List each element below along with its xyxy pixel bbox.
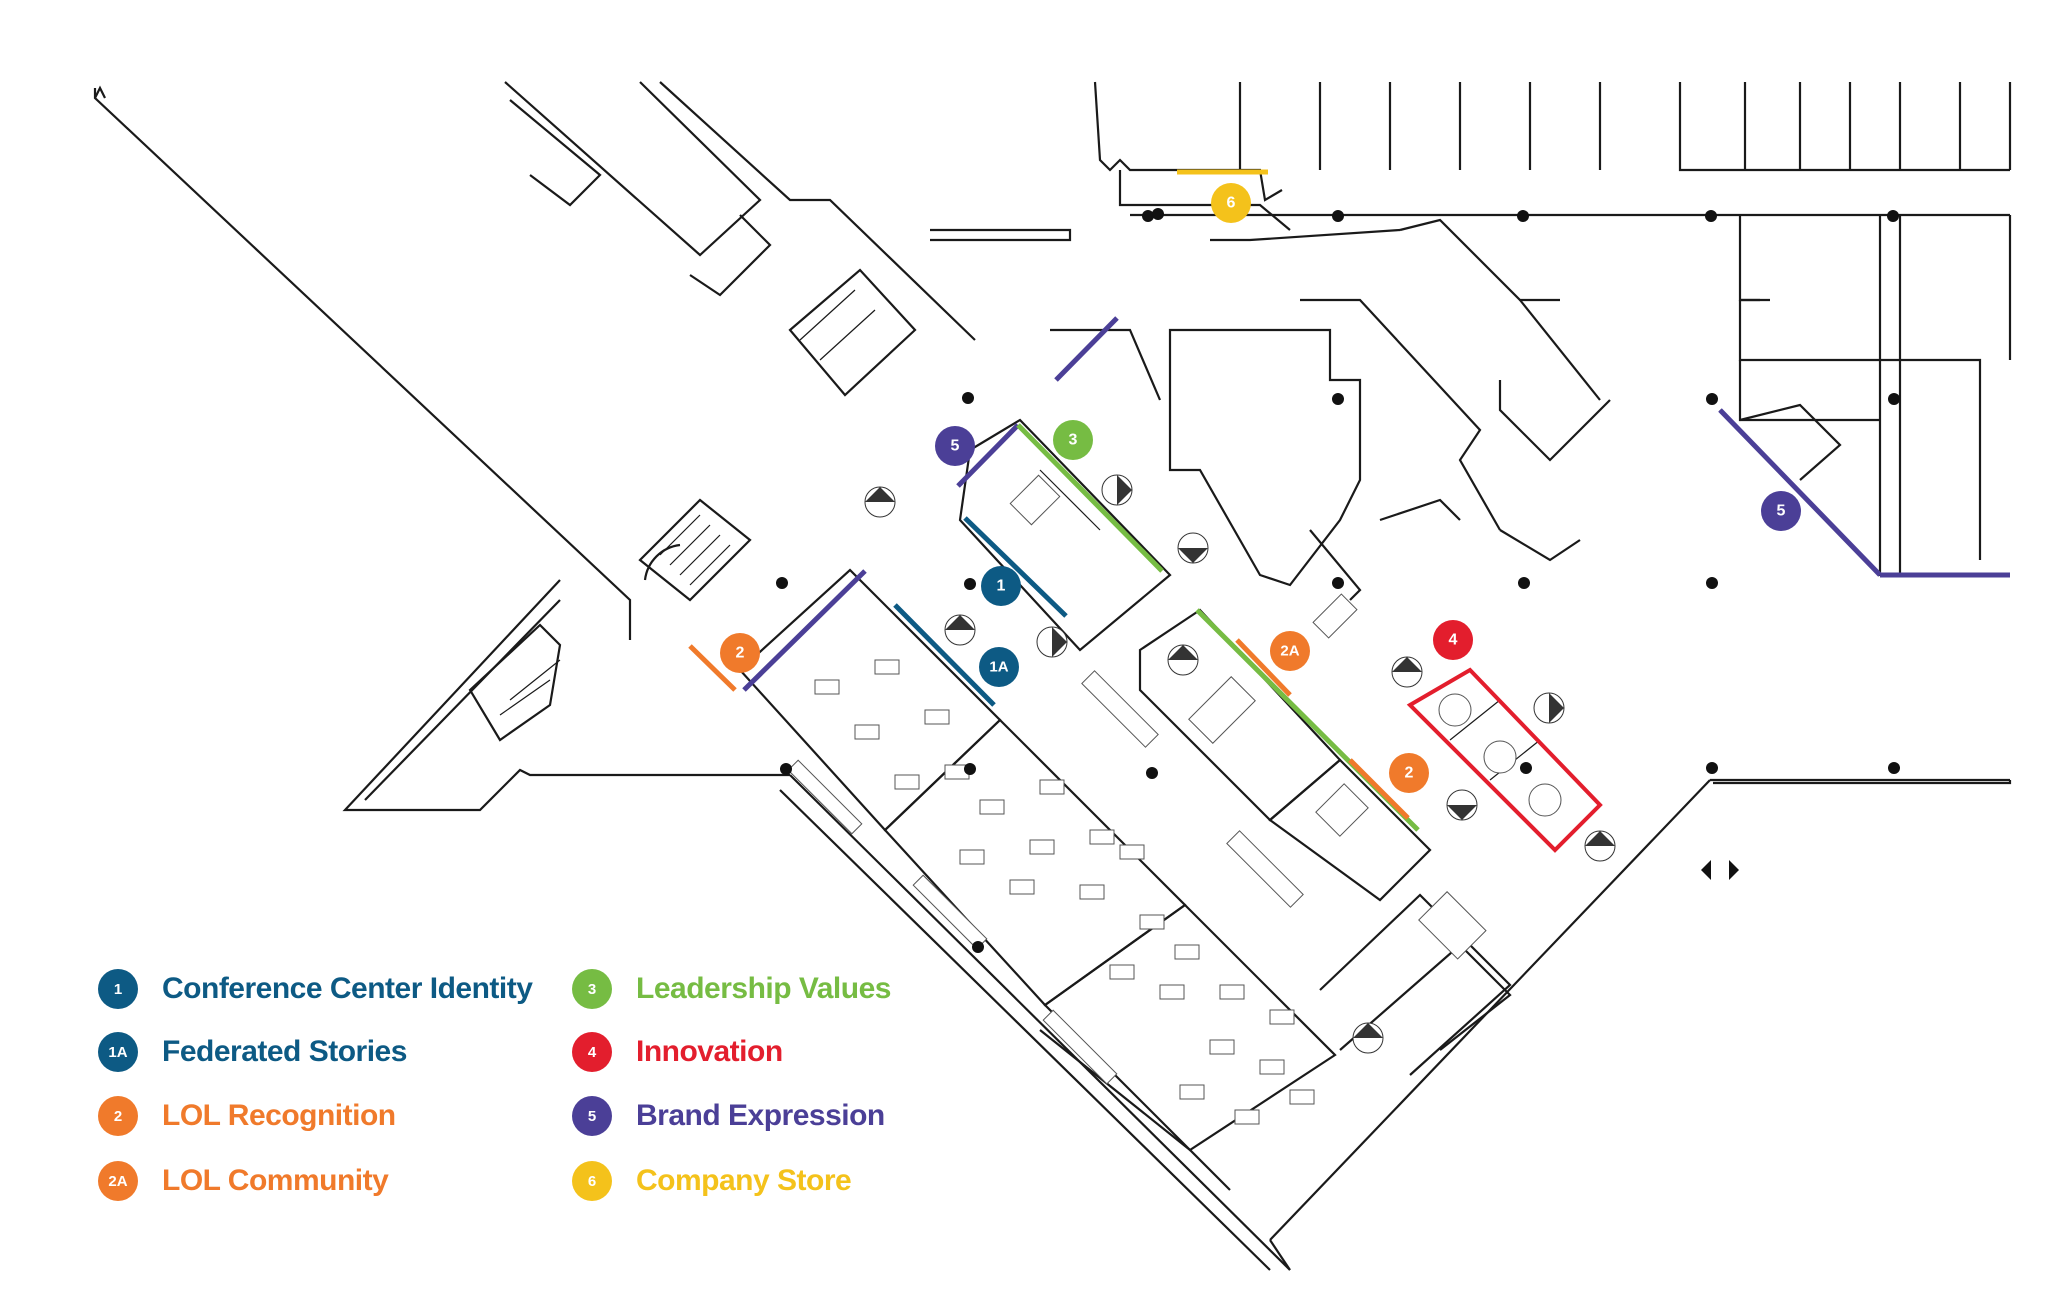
column-icon (1146, 767, 1158, 779)
marker-5-b: 5 (1761, 491, 1801, 531)
marker-2: 2 (720, 633, 760, 673)
arrow-left-icon (1701, 860, 1711, 880)
marker-5: 5 (935, 426, 975, 466)
column-icon (1706, 577, 1718, 589)
conference-table (1418, 891, 1487, 960)
elevation-tag-icon (944, 614, 976, 646)
marker-6: 6 (1211, 183, 1251, 223)
building-walls (93, 81, 2012, 1271)
column-icon (1887, 210, 1899, 222)
column-icon (1152, 208, 1164, 220)
round-table (1528, 783, 1562, 817)
lol-recognition-wall (688, 644, 737, 692)
column-icon (972, 941, 984, 953)
marker-3: 3 (1053, 420, 1093, 460)
column-icon (780, 763, 792, 775)
svg-text:5: 5 (951, 438, 960, 455)
elevation-tag-icon (1177, 532, 1209, 564)
column-icon (1520, 762, 1532, 774)
column-icon (1888, 393, 1900, 405)
marker-2-b: 2 (1389, 753, 1429, 793)
desk-cluster (814, 659, 970, 790)
svg-text:6: 6 (1227, 195, 1236, 212)
brand-expression-wall (1718, 408, 1882, 577)
svg-text:2: 2 (736, 645, 745, 662)
elevation-tag-icon (1584, 830, 1616, 862)
column-icon (964, 578, 976, 590)
elevation-tag-icon (1101, 474, 1133, 506)
conference-center-wall (963, 516, 1068, 618)
leadership-values-wall (1016, 423, 1164, 573)
furniture (787, 474, 1562, 1125)
column-icon (1332, 393, 1344, 405)
svg-text:4: 4 (1449, 632, 1458, 649)
elevation-tag-icon (1391, 656, 1423, 688)
brand-expression-wall (956, 423, 1020, 488)
federated-stories-wall (893, 603, 996, 707)
lol-recognition-wall (1348, 758, 1410, 820)
column-icon (1518, 577, 1530, 589)
elevation-tag-icon (864, 486, 896, 518)
round-table (1438, 693, 1472, 727)
round-table (1483, 740, 1517, 774)
column-icon (1517, 210, 1529, 222)
lol-community-wall (1235, 638, 1292, 697)
svg-text:3: 3 (1069, 432, 1078, 449)
elevation-tag-icon (1167, 644, 1199, 676)
brand-expression-wall (1054, 316, 1119, 382)
desk-cluster (959, 779, 1145, 900)
column-icon (1888, 762, 1900, 774)
desk-row (787, 759, 1118, 1085)
column-icon (962, 392, 974, 404)
svg-text:2A: 2A (1280, 643, 1299, 660)
column-icon (1705, 210, 1717, 222)
lounge (1081, 593, 1358, 908)
elevation-tag-icon (1036, 626, 1068, 658)
feature-walls (688, 169, 2010, 853)
brand-expression-wall (742, 569, 867, 692)
conference-table (1188, 676, 1256, 744)
column-icon (776, 577, 788, 589)
elevation-tag-icon (1446, 789, 1478, 821)
arrow-right-icon (1729, 860, 1739, 880)
marker-1a: 1A (979, 647, 1019, 687)
marker-4: 4 (1433, 620, 1473, 660)
marker-1: 1 (981, 566, 1021, 606)
elevation-tags (864, 474, 1616, 1054)
innovation-room-outline (1406, 667, 1603, 853)
column-icon (1332, 577, 1344, 589)
svg-text:1: 1 (997, 578, 1006, 595)
markers: 1 1A 2 2 2A 3 4 5 (720, 183, 1801, 793)
column-icon (1332, 210, 1344, 222)
svg-text:1A: 1A (989, 659, 1008, 676)
elevation-tag-icon (1533, 692, 1565, 724)
conference-table (1009, 474, 1061, 526)
elevation-tag-icon (1352, 1022, 1384, 1054)
svg-text:2: 2 (1405, 765, 1414, 782)
columns (776, 208, 1900, 1046)
svg-text:5: 5 (1777, 503, 1786, 520)
column-icon (1706, 762, 1718, 774)
direction-arrows (1701, 860, 1739, 880)
desk-cluster (1109, 914, 1315, 1125)
column-icon (1142, 210, 1154, 222)
column-icon (964, 763, 976, 775)
column-icon (1706, 393, 1718, 405)
conference-table (1315, 783, 1369, 837)
marker-2a: 2A (1270, 631, 1310, 671)
interior-rooms (468, 99, 1603, 1191)
